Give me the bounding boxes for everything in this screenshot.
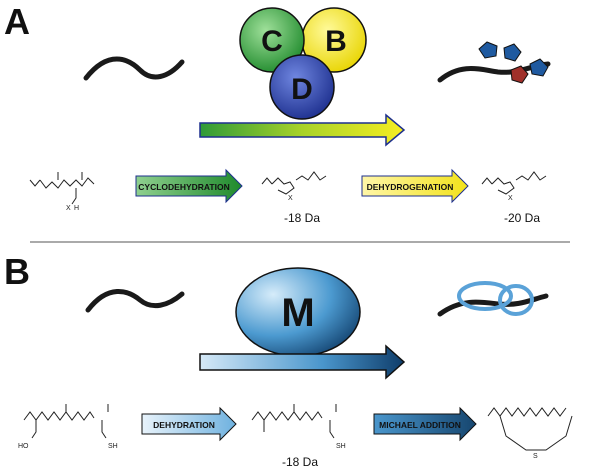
process-arrow-a (199, 113, 406, 147)
enzyme-c (239, 7, 305, 73)
step-label-dehydration: DEHYDRATION (153, 420, 215, 430)
lanthionine-ring-icon (498, 284, 534, 316)
step-label-cyclodehydration: CYCLODEHYDRATION (138, 182, 229, 192)
atom-x-1: X (66, 205, 71, 212)
atom-x-3: X (508, 195, 513, 202)
thiazole-ring-icon (478, 41, 498, 59)
chemistry-row-a: X H X X (29, 171, 547, 212)
step-arrow-cyclodehydration: CYCLODEHYDRATION (135, 168, 243, 204)
enzyme-complex-cbd: C B D (239, 7, 367, 120)
atom-x-2: X (288, 195, 293, 202)
process-arrow-b (199, 344, 406, 380)
lanthionine-ring-icon (457, 281, 513, 311)
step-arrow-michael-addition: MICHAEL ADDITION (373, 406, 477, 442)
enzyme-d-label: D (291, 73, 313, 106)
mass-shift-a2: -20 Da (504, 211, 540, 225)
atom-s: S (533, 453, 538, 460)
atom-h-1: H (74, 205, 79, 212)
thiazole-ring-icon (529, 58, 549, 77)
atom-sh-1: SH (108, 443, 118, 450)
enzyme-b-label: B (325, 25, 347, 58)
precursor-peptide-a (83, 56, 185, 81)
step-label-michael-addition: MICHAEL ADDITION (379, 420, 461, 430)
mass-shift-b1: -18 Da (282, 455, 318, 469)
atom-ho: HO (18, 443, 29, 450)
step-arrow-dehydration: DEHYDRATION (141, 406, 237, 442)
enzyme-c-label: C (261, 25, 283, 58)
oxazole-ring-icon (510, 65, 529, 84)
chemistry-row-b: HO SH SH S (18, 404, 573, 460)
panel-b: B M HO SH SH S DEHYDRATION (4, 251, 573, 469)
panel-a-letter: A (4, 1, 30, 42)
enzyme-d (269, 54, 335, 120)
precursor-peptide-b (85, 288, 185, 313)
panel-a: A C B D X H (4, 1, 551, 225)
enzyme-m: M (235, 267, 361, 357)
atom-sh-2: SH (336, 443, 346, 450)
thiazole-ring-icon (503, 43, 522, 62)
step-arrow-dehydrogenation: DEHYDROGENATION (361, 168, 469, 204)
mass-shift-a1: -18 Da (284, 211, 320, 225)
modified-peptide-a (437, 41, 551, 84)
modified-peptide-b (437, 281, 549, 317)
step-label-dehydrogenation: DEHYDROGENATION (367, 182, 454, 192)
enzyme-m-label: M (281, 291, 314, 335)
panel-b-letter: B (4, 251, 30, 292)
